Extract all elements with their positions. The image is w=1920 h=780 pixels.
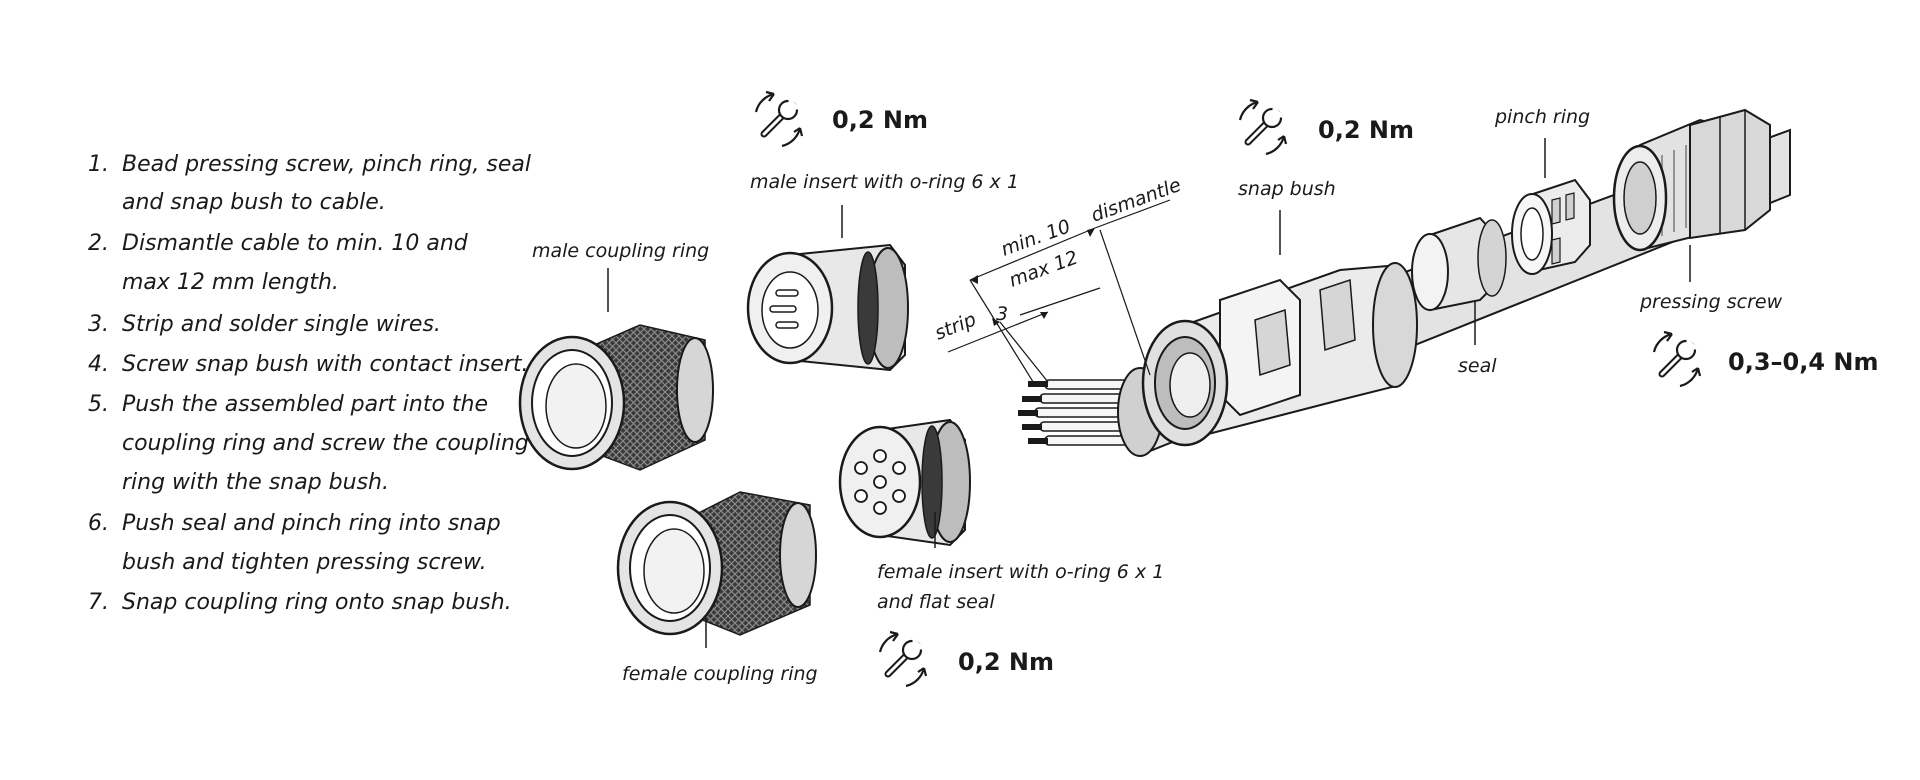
torque-male-insert: 0,2 Nm: [832, 106, 928, 134]
label-seal: seal: [1458, 355, 1497, 377]
wrench-icon-snap-bush: [1240, 100, 1286, 154]
wrench-icon-female-insert: [880, 632, 926, 686]
step-6-line-2: bush and tighten pressing screw.: [122, 550, 487, 575]
male-insert-pins: [769, 289, 799, 329]
step-1-number: 1.: [88, 152, 109, 177]
step-6: 6. Push seal and pinch ring into snap bu…: [88, 511, 501, 575]
step-1: 1. Bead pressing screw, pinch ring, seal…: [88, 152, 531, 215]
female-insert: [838, 418, 971, 547]
step-6-number: 6.: [88, 511, 109, 536]
leader-lines: [607, 138, 1691, 648]
step-1-line-1: Bead pressing screw, pinch ring, seal: [122, 152, 531, 177]
label-strip-value: 3: [996, 303, 1008, 325]
wrench-icon-male-insert: [756, 92, 802, 146]
pinch-ring: [1511, 178, 1591, 275]
label-female-insert-line-1: female insert with o-ring 6 x 1: [877, 561, 1164, 583]
seal: [1411, 216, 1507, 312]
step-2-line-1: Dismantle cable to min. 10 and: [122, 231, 469, 256]
step-5-line-2: coupling ring and screw the coupling: [122, 431, 529, 456]
step-5: 5. Push the assembled part into the coup…: [88, 392, 529, 495]
step-2-number: 2.: [88, 231, 109, 256]
torque-female-insert: 0,2 Nm: [958, 648, 1054, 676]
step-5-line-3: ring with the snap bush.: [122, 470, 389, 495]
step-5-number: 5.: [88, 392, 109, 417]
step-1-line-2: and snap bush to cable.: [122, 190, 386, 215]
step-2-line-2: max 12 mm length.: [122, 270, 339, 295]
pressing-screw: [1612, 108, 1771, 252]
dimension-arrows: [970, 228, 1095, 326]
step-4-number: 4.: [88, 352, 109, 377]
step-3-line-1: Strip and solder single wires.: [122, 312, 441, 337]
snap-bush: [1141, 262, 1418, 447]
step-7-line-1: Snap coupling ring onto snap bush.: [122, 590, 512, 615]
female-insert-sockets: [854, 449, 906, 515]
wrench-icon-pressing-screw: [1654, 332, 1700, 386]
step-5-line-1: Push the assembled part into the: [122, 392, 488, 417]
step-7: 7. Snap coupling ring onto snap bush.: [88, 590, 512, 615]
female-coupling-ring: [616, 491, 817, 636]
torque-snap-bush: 0,2 Nm: [1318, 116, 1414, 144]
label-strip: strip: [932, 308, 980, 344]
step-7-number: 7.: [88, 590, 109, 615]
step-3: 3. Strip and solder single wires.: [88, 312, 441, 337]
male-insert: [746, 243, 909, 372]
label-pressing-screw: pressing screw: [1639, 291, 1783, 313]
step-4-line-1: Screw snap bush with contact insert.: [122, 352, 528, 377]
label-female-insert-line-2: and flat seal: [877, 591, 995, 613]
step-4: 4. Screw snap bush with contact insert.: [88, 352, 528, 377]
instruction-list: 1. Bead pressing screw, pinch ring, seal…: [88, 152, 531, 615]
label-female-coupling-ring: female coupling ring: [622, 663, 818, 685]
step-6-line-1: Push seal and pinch ring into snap: [122, 511, 501, 536]
step-2: 2. Dismantle cable to min. 10 and max 12…: [88, 231, 469, 295]
dimension-lines: [947, 199, 1171, 386]
label-male-insert: male insert with o-ring 6 x 1: [750, 171, 1019, 193]
torque-pressing-screw: 0,3–0,4 Nm: [1728, 348, 1878, 376]
label-pinch-ring: pinch ring: [1494, 106, 1590, 128]
label-snap-bush: snap bush: [1238, 178, 1336, 200]
male-coupling-ring: [518, 324, 714, 471]
label-male-coupling-ring: male coupling ring: [532, 240, 709, 262]
step-3-number: 3.: [88, 312, 109, 337]
